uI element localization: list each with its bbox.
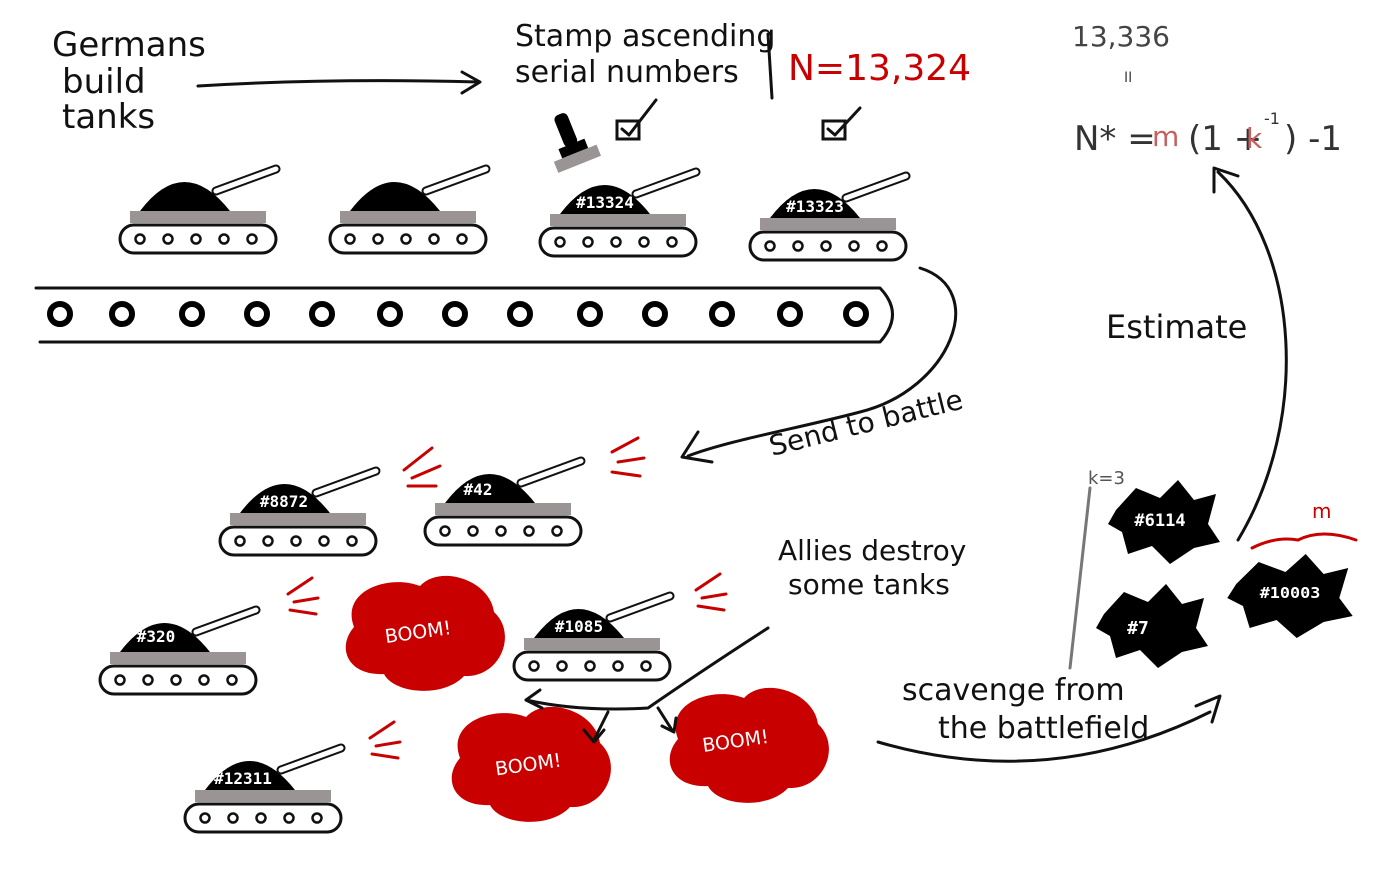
scavenged-tank: #10003 — [1227, 554, 1353, 638]
checkbox-icon — [615, 98, 658, 141]
allies-label-line2: some tanks — [788, 568, 950, 601]
scavenge-label-line1: scavenge from — [902, 673, 1125, 708]
build-label-line3: tanks — [62, 97, 155, 137]
scavenge-arrow — [876, 710, 1212, 763]
explosion: BOOM! — [345, 575, 505, 691]
explosion: BOOM! — [451, 706, 611, 822]
scavenged-serial: #10003 — [1260, 584, 1321, 602]
build-to-stamp-arrow — [196, 79, 480, 88]
tank-serial: #1085 — [555, 617, 603, 636]
factory-tank: #13324 — [540, 172, 696, 256]
factory-tank — [330, 169, 486, 253]
formula-open: (1 + — [1188, 119, 1262, 159]
stamp-label: Stamp ascending serial numbers — [515, 19, 775, 90]
destroy-arrows — [524, 626, 770, 744]
equals-mark: II — [1124, 70, 1132, 86]
tank-serial: #8872 — [260, 492, 308, 511]
estimator-formula: 13,336 II N* = m (1 + k -1 ) -1 — [1072, 20, 1342, 159]
stamp-label-line2: serial numbers — [515, 55, 739, 90]
k-label: k=3 — [1088, 468, 1125, 489]
estimate-label: Estimate — [1106, 308, 1247, 346]
send-to-battle-label: Send to battle — [766, 383, 966, 463]
build-label-line2: build — [62, 62, 146, 102]
stamp-icon — [553, 113, 601, 173]
send-to-battle-arrow — [686, 266, 958, 458]
scavenged-tank: #6114 — [1108, 480, 1220, 564]
build-to-stamp-arrowhead — [460, 70, 482, 95]
scavenged-serial: #6114 — [1134, 511, 1185, 531]
estimate-value: 13,336 — [1072, 20, 1170, 53]
formula-k: k — [1246, 122, 1263, 155]
scavenge-label: scavenge from the battlefield — [902, 673, 1149, 746]
n-value-label: N=13,324 — [788, 48, 971, 89]
firing-marks — [286, 436, 728, 760]
k-bracket-line — [1068, 486, 1092, 670]
allies-label: Allies destroy some tanks — [778, 534, 966, 601]
estimate-arrow — [1216, 170, 1288, 542]
formula-lhs: N* = — [1074, 119, 1156, 159]
germans-build-tanks-label: Germans build tanks — [52, 25, 206, 137]
factory-tank — [120, 169, 276, 253]
scavenged-serial: #7 — [1127, 618, 1149, 639]
scavenge-arrowhead — [1194, 694, 1222, 724]
tank-serial: #12311 — [214, 769, 272, 788]
formula-close: ) -1 — [1284, 119, 1342, 159]
formula-m: m — [1152, 120, 1179, 153]
scavenged-tank: #7 — [1096, 584, 1208, 668]
battle-tank: #1085 — [514, 596, 670, 680]
tank-serial: #13323 — [786, 197, 844, 216]
send-arrowhead — [680, 430, 714, 464]
tank-serial: #13324 — [576, 193, 634, 212]
tank-serial: #42 — [464, 480, 493, 499]
battle-tank: #12311 — [185, 748, 341, 832]
formula-exp: -1 — [1264, 109, 1280, 128]
m-label: m — [1312, 499, 1331, 523]
battle-tank: #8872 — [220, 471, 376, 555]
tank-serial: #320 — [137, 627, 176, 646]
conveyor-belt — [34, 286, 894, 344]
scavenge-label-line2: the battlefield — [938, 711, 1149, 746]
stamp-label-line1: Stamp ascending — [515, 19, 775, 54]
checkbox-icon — [821, 106, 862, 141]
m-bracket — [1250, 532, 1358, 550]
divider-line — [766, 32, 774, 100]
estimate-arrowhead — [1212, 166, 1240, 194]
battle-tank: #42 — [425, 461, 581, 545]
battle-tank: #320 — [100, 610, 256, 694]
factory-tank: #13323 — [750, 176, 906, 260]
allies-label-line1: Allies destroy — [778, 534, 966, 567]
build-label-line1: Germans — [52, 25, 206, 65]
explosion: BOOM! — [669, 687, 829, 803]
